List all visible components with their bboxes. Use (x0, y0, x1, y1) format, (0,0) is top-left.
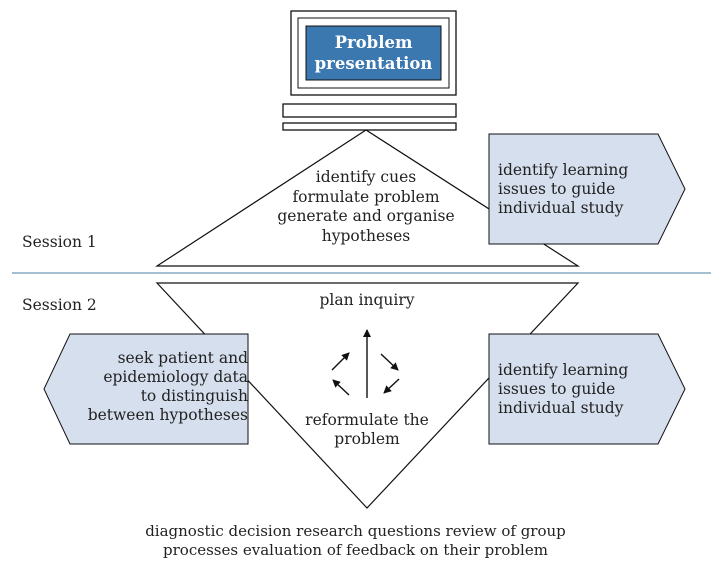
box-line: issues to guide (498, 380, 616, 398)
box-line: epidemiology data (103, 368, 248, 386)
footer-line1: diagnostic decision research questions r… (145, 522, 566, 540)
session1-triangle (154, 129, 581, 267)
box-line: issues to guide (498, 180, 616, 198)
arrow-downright (380, 353, 399, 371)
monitor-screen (305, 25, 442, 81)
reformulate-line: reformulate the (305, 411, 429, 429)
box-line: identify learning (498, 361, 629, 379)
plan-inquiry-label: plan inquiry (319, 291, 415, 309)
session2-right-box-text: identify learning issues to guide indivi… (498, 361, 658, 418)
triangle-line: generate and organise (277, 207, 455, 225)
box-line: individual study (498, 199, 624, 217)
computer-monitor-icon (282, 10, 457, 131)
keyboard (282, 122, 457, 131)
session2-left-box (43, 333, 249, 445)
arrow-upleft (332, 379, 350, 396)
reformulate-label: reformulate the problem (287, 411, 447, 449)
box-line: between hypotheses (87, 406, 248, 424)
monitor-label-line2: presentation (314, 54, 433, 73)
monitor-label-line1: Problem (334, 33, 413, 52)
session1-right-box (488, 133, 686, 245)
box-line: seek patient and (117, 349, 248, 367)
arrow-upright (331, 352, 350, 371)
session1-triangle-text: identify cues formulate problem generate… (246, 168, 486, 246)
cycle-arrows (331, 329, 400, 398)
session2-left-box-text: seek patient and epidemiology data to di… (70, 349, 248, 425)
triangle-line: identify cues (315, 168, 417, 186)
box-line: to distinguish (140, 387, 248, 405)
triangle-line: formulate problem (292, 187, 440, 206)
footer-line2: processes evaluation of feedback on thei… (163, 541, 548, 559)
session1-label: Session 1 (22, 233, 97, 251)
arrow-downleft (383, 378, 400, 394)
box-line: identify learning (498, 161, 629, 179)
triangle-line: hypotheses (321, 226, 411, 245)
session2-right-box (488, 333, 686, 445)
footer-text: diagnostic decision research questions r… (40, 522, 671, 560)
reformulate-line: problem (334, 430, 400, 448)
box-line: individual study (498, 399, 624, 417)
session1-right-box-text: identify learning issues to guide indivi… (498, 161, 658, 218)
monitor-label: Problem presentation (306, 32, 441, 74)
monitor-base (282, 103, 457, 118)
session2-label: Session 2 (22, 296, 97, 314)
